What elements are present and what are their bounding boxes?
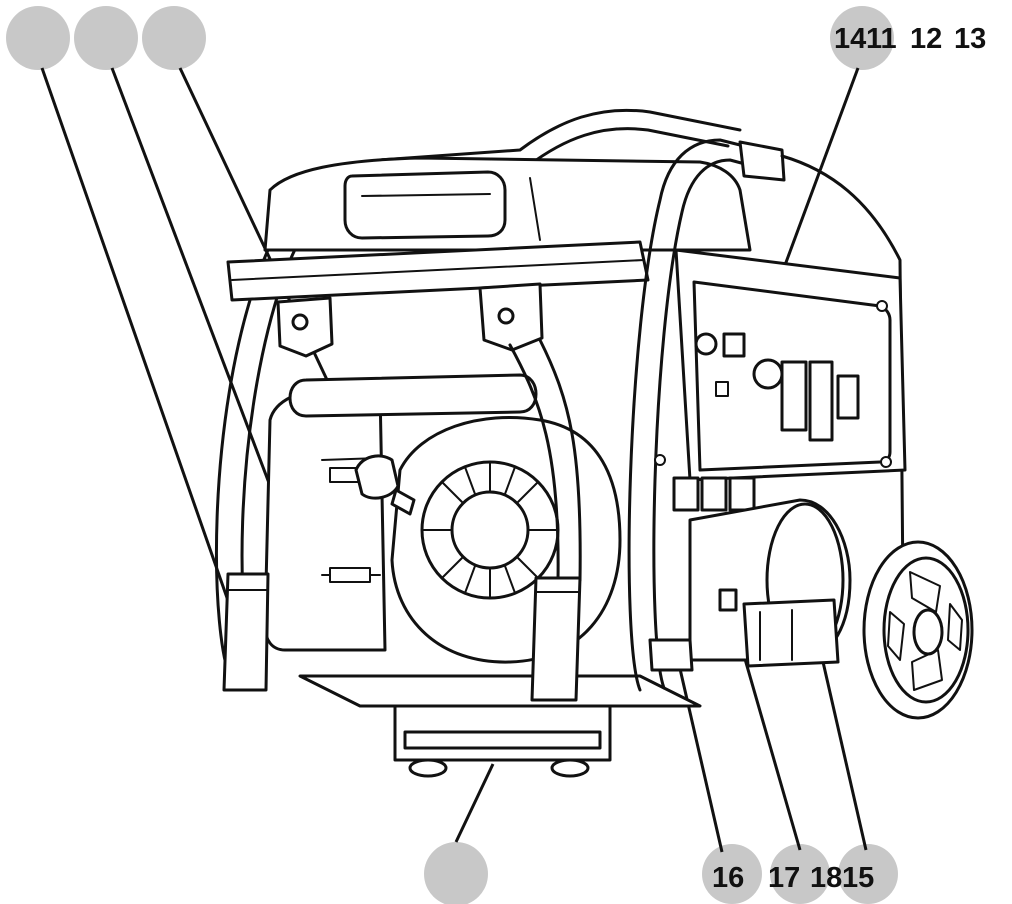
number-labels: 14 11 12 13 16 17 18 15 [712,23,986,894]
label-14: 14 [834,23,866,55]
callout-bubble-bottom-15 [838,844,898,904]
label-11: 11 [866,23,897,55]
leader-line-frame-leg [40,67,242,636]
leader-line-18-15 [816,639,868,851]
callout-bubble-top-right [830,6,894,70]
label-18: 18 [810,862,842,894]
top-rail [226,240,650,302]
callout-bubbles [6,6,898,904]
leader-line-16 [676,659,724,853]
label-12: 12 [910,23,942,55]
leader-line-fuel-tank [110,67,285,521]
callout-bubble-top-3 [142,6,206,70]
label-15: 15 [842,862,874,894]
control-panel [654,248,907,512]
fuel-tank-top [263,156,752,252]
callout-bubble-bottom-center [424,842,488,904]
callout-bubble-top-1 [6,6,70,70]
callout-bubble-bottom-16 [702,844,762,904]
front-frame-legs [222,338,582,702]
generator-drawing [214,108,974,778]
battery-box [742,598,840,668]
wheel [862,540,974,720]
callout-bubble-bottom-17 [770,844,830,904]
base-plate [298,674,702,778]
fan-spokes [421,461,559,599]
fuel-tank [263,386,387,652]
handle-bar [288,373,538,418]
label-13: 13 [954,23,986,55]
label-17: 17 [768,862,800,894]
label-16: 16 [712,862,744,894]
frame-mounts [276,282,544,358]
right-frame [627,138,906,702]
callout-bubble-top-2 [74,6,138,70]
leader-line-base-foot [454,763,495,843]
